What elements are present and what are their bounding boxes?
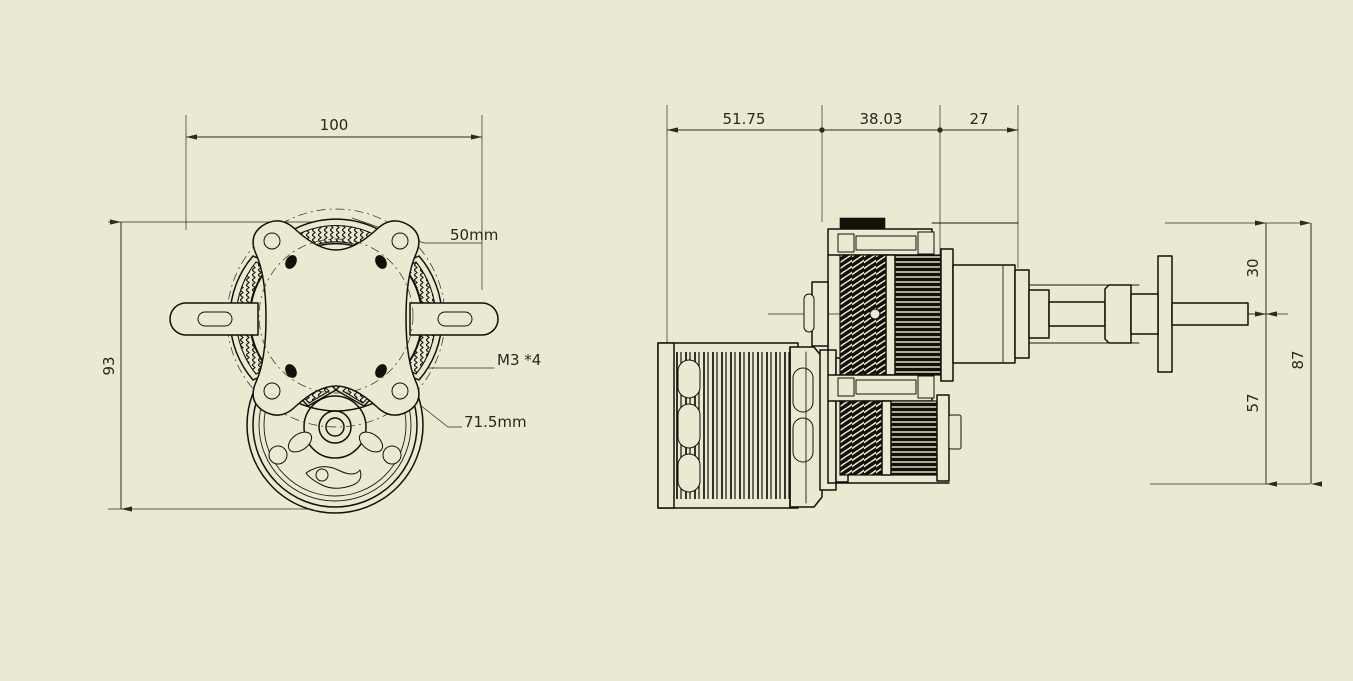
upper-gear-stack [803, 217, 954, 402]
output-housing [952, 264, 1030, 364]
side-view-horizontal-dimensions: 51.75 38.03 27 [666, 105, 1019, 390]
dimension-93-label: 93 [100, 356, 118, 375]
dimension-27: 27 [937, 110, 1018, 133]
mounting-bracket [252, 220, 420, 416]
dimension-57: 57 [1244, 311, 1277, 487]
dimension-57-label: 57 [1244, 393, 1262, 412]
dimension-87: 87 [1289, 220, 1322, 487]
dimension-38-03-label: 38.03 [860, 110, 903, 128]
dimension-51-75: 51.75 [667, 110, 825, 133]
front-view: 100 93 50mm M3 *4 71.5mm [100, 115, 541, 514]
side-view-geometry [657, 217, 1288, 509]
lower-gear-stack [827, 394, 962, 484]
dimension-38-03: 38.03 [819, 110, 943, 133]
dimension-27-label: 27 [969, 110, 988, 128]
motor-housing-finned [657, 342, 823, 509]
dimension-30: 30 [1244, 220, 1277, 317]
output-shaft [1028, 255, 1249, 373]
mounting-ears [169, 302, 499, 336]
dimension-87-label: 87 [1289, 350, 1307, 369]
front-view-geometry [169, 208, 499, 514]
annotation-71-5mm: 71.5mm [464, 413, 527, 431]
dimension-100-label: 100 [320, 116, 349, 134]
side-view: 51.75 38.03 27 30 57 [657, 105, 1322, 509]
annotation-m3-x4: M3 *4 [497, 351, 541, 369]
annotation-50mm: 50mm [450, 226, 498, 244]
dimension-51-75-label: 51.75 [723, 110, 766, 128]
dimension-30-label: 30 [1244, 258, 1262, 277]
dimension-100: 100 [185, 115, 483, 290]
